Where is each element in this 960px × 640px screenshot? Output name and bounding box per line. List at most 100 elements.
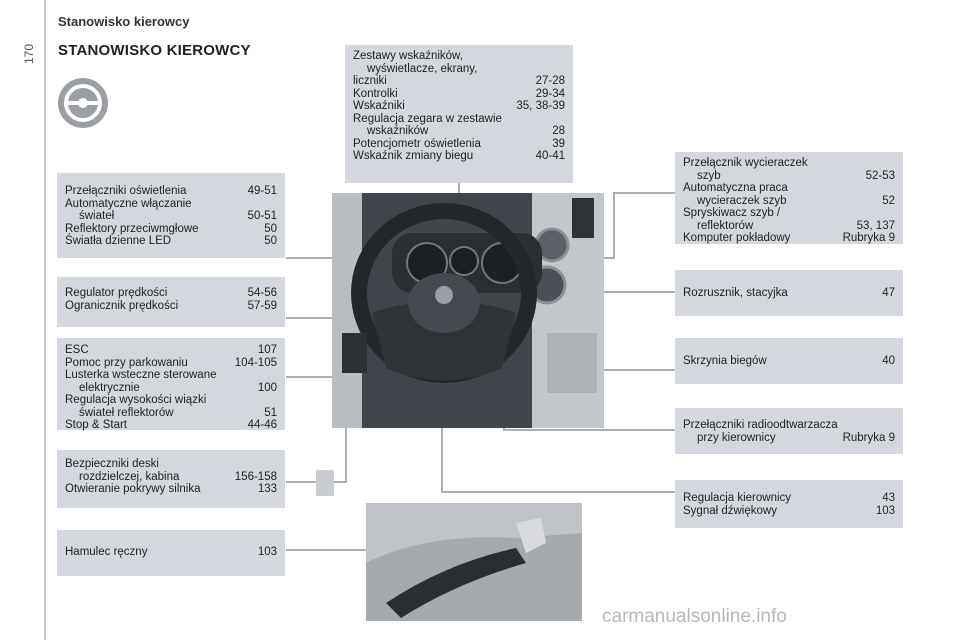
entry-label: Wskaźnik zmiany biegu xyxy=(353,150,474,162)
entry-label: Zestawy wskaźników, xyxy=(353,50,463,62)
entry-page: 49-51 xyxy=(247,185,277,197)
entry-label: Regulacja zegara w zestawie xyxy=(353,112,502,125)
index-entry: Regulacja kierownicy 43 xyxy=(683,492,895,505)
entry-page: 107 xyxy=(257,344,277,356)
index-entry: ESC 107 xyxy=(65,344,277,357)
index-entry: elektrycznie 100 xyxy=(65,382,277,395)
index-entry: Rozrusznik, stacyjka 47 xyxy=(683,287,895,300)
entry-label: Pomoc przy parkowaniu xyxy=(65,356,188,369)
entry-label: Regulator prędkości xyxy=(65,287,168,299)
box-ignition: Rozrusznik, stacyjka 47 xyxy=(675,270,903,316)
entry-page: 44-46 xyxy=(247,419,277,431)
entry-page: 156-158 xyxy=(234,470,277,483)
entry-label: ESC xyxy=(65,344,89,356)
index-entry: Bezpieczniki deski xyxy=(65,458,277,471)
entry-label: Otwieranie pokrywy silnika xyxy=(65,483,201,495)
index-entry: Stop & Start 44-46 xyxy=(65,419,277,432)
handbrake-photo xyxy=(366,503,582,621)
entry-page: 100 xyxy=(257,381,277,394)
index-entry: liczniki 27-28 xyxy=(353,75,565,88)
entry-page: 35, 38-39 xyxy=(516,100,565,112)
box-handbrake: Hamulec ręczny 103 xyxy=(57,530,285,576)
box-rows: Hamulec ręczny 103 xyxy=(65,546,277,559)
fuse-icon xyxy=(316,470,334,496)
entry-page: 133 xyxy=(257,483,277,495)
index-entry: Automatyczne włączanie xyxy=(65,198,277,211)
entry-label: Komputer pokładowy xyxy=(683,232,791,244)
entry-label: Hamulec ręczny xyxy=(65,546,148,558)
entry-label: Regulacja wysokości wiązki xyxy=(65,394,207,406)
entry-label: szyb xyxy=(697,169,721,182)
index-entry: Automatyczna praca xyxy=(683,182,895,195)
entry-label: Regulacja kierownicy xyxy=(683,492,792,504)
index-entry: Spryskiwacz szyb / xyxy=(683,207,895,220)
index-entry: Lusterka wsteczne sterowane xyxy=(65,369,277,382)
entry-label: elektrycznie xyxy=(79,381,140,394)
entry-page: 53, 137 xyxy=(856,219,895,232)
entry-page: 57-59 xyxy=(247,299,277,312)
entry-label: przy kierownicy xyxy=(697,431,776,444)
entry-page: 54-56 xyxy=(247,287,277,299)
watermark: carmanualsonline.info xyxy=(602,606,787,627)
index-entry: Zestawy wskaźników, xyxy=(353,50,565,63)
entry-label: Potencjometr oświetlenia xyxy=(353,137,481,150)
entry-label: Automatyczna praca xyxy=(683,182,788,194)
box-rows: Rozrusznik, stacyjka 47 xyxy=(683,287,895,300)
index-entry: Regulacja wysokości wiązki xyxy=(65,394,277,407)
entry-label: Ogranicznik prędkości xyxy=(65,299,179,312)
entry-label: Bezpieczniki deski xyxy=(65,458,159,470)
index-entry: rozdzielczej, kabina 156-158 xyxy=(65,471,277,484)
entry-page: Rubryka 9 xyxy=(842,431,895,444)
entry-page: 27-28 xyxy=(535,75,565,87)
entry-label: Sygnał dźwiękowy xyxy=(683,504,777,517)
entry-label: rozdzielczej, kabina xyxy=(79,470,180,483)
box-instruments: Zestawy wskaźników,wyświetlacze, ekrany,… xyxy=(345,45,573,183)
index-entry: Przełączniki radioodtwarzacza xyxy=(683,419,895,432)
entry-label: Przełącznik wycieraczek xyxy=(683,157,808,169)
entry-label: Skrzynia biegów xyxy=(683,355,767,367)
entry-label: wycieraczek szyb xyxy=(697,194,787,207)
entry-page: 52-53 xyxy=(865,169,895,182)
page-title: STANOWISKO KIEROWCY xyxy=(58,42,251,59)
index-entry: Ogranicznik prędkości 57-59 xyxy=(65,300,277,313)
entry-label: Lusterka wsteczne sterowane xyxy=(65,369,217,381)
entry-label: Przełączniki radioodtwarzacza xyxy=(683,419,838,431)
box-rows: Zestawy wskaźników,wyświetlacze, ekrany,… xyxy=(353,50,565,163)
entry-page: 47 xyxy=(882,287,895,299)
index-entry: świateł reflektorów 51 xyxy=(65,407,277,420)
entry-label: liczniki xyxy=(353,75,387,87)
entry-page: 39 xyxy=(552,137,565,150)
section-header: Stanowisko kierowcy xyxy=(58,14,190,29)
index-entry: Przełączniki oświetlenia 49-51 xyxy=(65,185,277,198)
entry-page: 51 xyxy=(264,406,277,419)
entry-page: 43 xyxy=(882,492,895,504)
index-entry: przy kierownicy Rubryka 9 xyxy=(683,432,895,445)
entry-page: 103 xyxy=(257,546,277,558)
entry-label: wyświetlacze, ekrany, xyxy=(367,62,478,75)
margin-rule xyxy=(44,0,46,640)
entry-label: Przełączniki oświetlenia xyxy=(65,185,187,197)
entry-label: Stop & Start xyxy=(65,419,128,431)
entry-label: Reflektory przeciwmgłowe xyxy=(65,222,199,235)
entry-page: 50 xyxy=(264,222,277,235)
entry-label: Rozrusznik, stacyjka xyxy=(683,287,788,299)
entry-label: Wskaźniki xyxy=(353,100,405,112)
entry-label: świateł reflektorów xyxy=(79,406,174,419)
entry-label: Automatyczne włączanie xyxy=(65,197,192,210)
entry-label: Światła dzienne LED xyxy=(65,235,172,247)
